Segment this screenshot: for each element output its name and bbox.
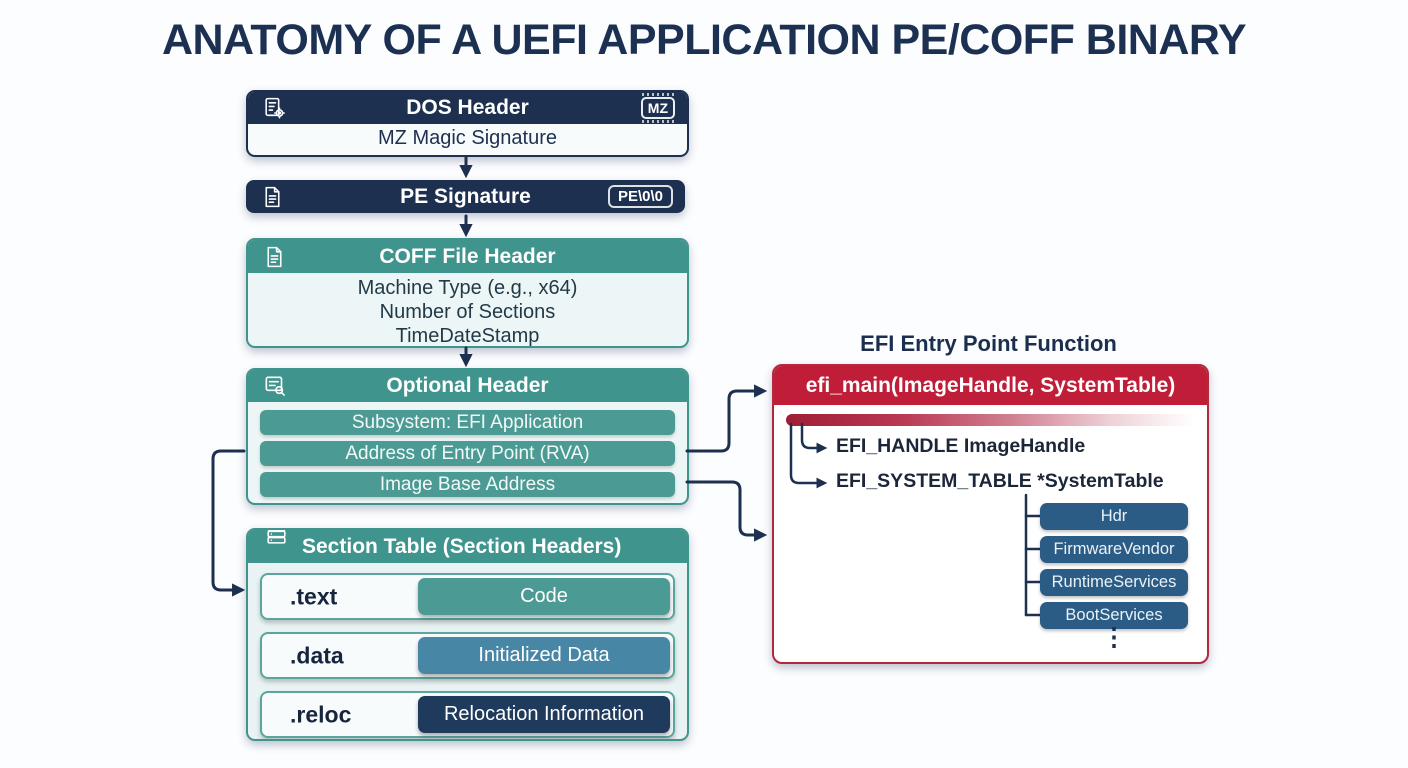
section-table-title: Section Table (Section Headers) xyxy=(302,534,622,558)
section-name: .reloc xyxy=(290,701,352,727)
section-name: .data xyxy=(290,642,344,668)
coff-file-header-box: COFF File Header Machine Type (e.g., x64… xyxy=(246,238,689,348)
coff-field: Machine Type (e.g., x64) xyxy=(357,277,578,299)
section-content-badge: Code xyxy=(418,578,670,615)
page-title: ANATOMY OF A UEFI APPLICATION PE/COFF BI… xyxy=(161,16,1247,64)
coff-header-band: COFF File Header xyxy=(248,240,687,273)
chip-pins-bottom xyxy=(641,120,674,123)
optional-header-band: Optional Header xyxy=(248,370,687,402)
list-search-icon xyxy=(262,373,288,399)
optional-header-field-subsystem: Subsystem: EFI Application xyxy=(260,410,675,435)
coff-field: TimeDateStamp xyxy=(395,325,540,347)
optional-header-field-imagebase: Image Base Address xyxy=(260,472,675,497)
server-stack-icon xyxy=(264,530,289,547)
section-table-box: Section Table (Section Headers) .text Co… xyxy=(246,528,689,741)
mz-badge: MZ xyxy=(640,97,675,119)
dos-header-band: DOS Header MZ xyxy=(248,92,687,124)
code-gradient-bar xyxy=(786,414,1194,426)
mz-chip-icon: MZ xyxy=(640,92,675,124)
coff-header-title: COFF File Header xyxy=(379,244,556,268)
coff-fields: Machine Type (e.g., x64) Number of Secti… xyxy=(248,273,687,347)
document-gear-icon xyxy=(262,96,287,121)
pe00-badge: PE\0\0 xyxy=(607,184,673,208)
pe-signature-box: PE Signature PE\0\0 xyxy=(246,180,685,213)
systemtable-field-bootservices: BootServices xyxy=(1040,602,1188,629)
section-table-band: Section Table (Section Headers) xyxy=(248,530,687,563)
systemtable-field-hdr: Hdr xyxy=(1040,503,1188,530)
section-name: .text xyxy=(290,583,338,609)
section-row-data: .data Initialized Data xyxy=(260,632,675,679)
pe-signature-band: PE Signature PE\0\0 xyxy=(246,180,685,213)
coff-field: Number of Sections xyxy=(379,301,556,323)
vertical-ellipsis-icon: ⋮ xyxy=(1101,623,1127,651)
chip-pins-top xyxy=(641,93,674,96)
dos-header-field: MZ Magic Signature xyxy=(378,127,557,149)
efi-main-signature: efi_main(ImageHandle, SystemTable) xyxy=(774,366,1207,405)
document-icon xyxy=(260,184,285,209)
efi-entry-point-heading: EFI Entry Point Function xyxy=(860,331,1117,356)
section-row-reloc: .reloc Relocation Information xyxy=(260,691,675,738)
dos-header-box: DOS Header MZ MZ Magic Signature xyxy=(246,90,689,157)
section-content-badge: Relocation Information xyxy=(418,696,670,733)
optional-header-box: Optional Header Subsystem: EFI Applicati… xyxy=(246,368,689,505)
section-content-badge: Initialized Data xyxy=(418,637,670,674)
systemtable-field-firmwarevendor: FirmwareVendor xyxy=(1040,536,1188,563)
section-row-text: .text Code xyxy=(260,573,675,620)
systemtable-field-runtimeservices: RuntimeServices xyxy=(1040,569,1188,596)
document-icon xyxy=(262,244,287,269)
efi-param-imagehandle: EFI_HANDLE ImageHandle xyxy=(836,435,1086,457)
optional-header-title: Optional Header xyxy=(386,374,549,397)
dos-header-title: DOS Header xyxy=(406,96,529,119)
pe-signature-title: PE Signature xyxy=(400,184,531,208)
efi-param-systemtable: EFI_SYSTEM_TABLE *SystemTable xyxy=(836,470,1164,492)
optional-header-field-entrypoint: Address of Entry Point (RVA) xyxy=(260,441,675,466)
